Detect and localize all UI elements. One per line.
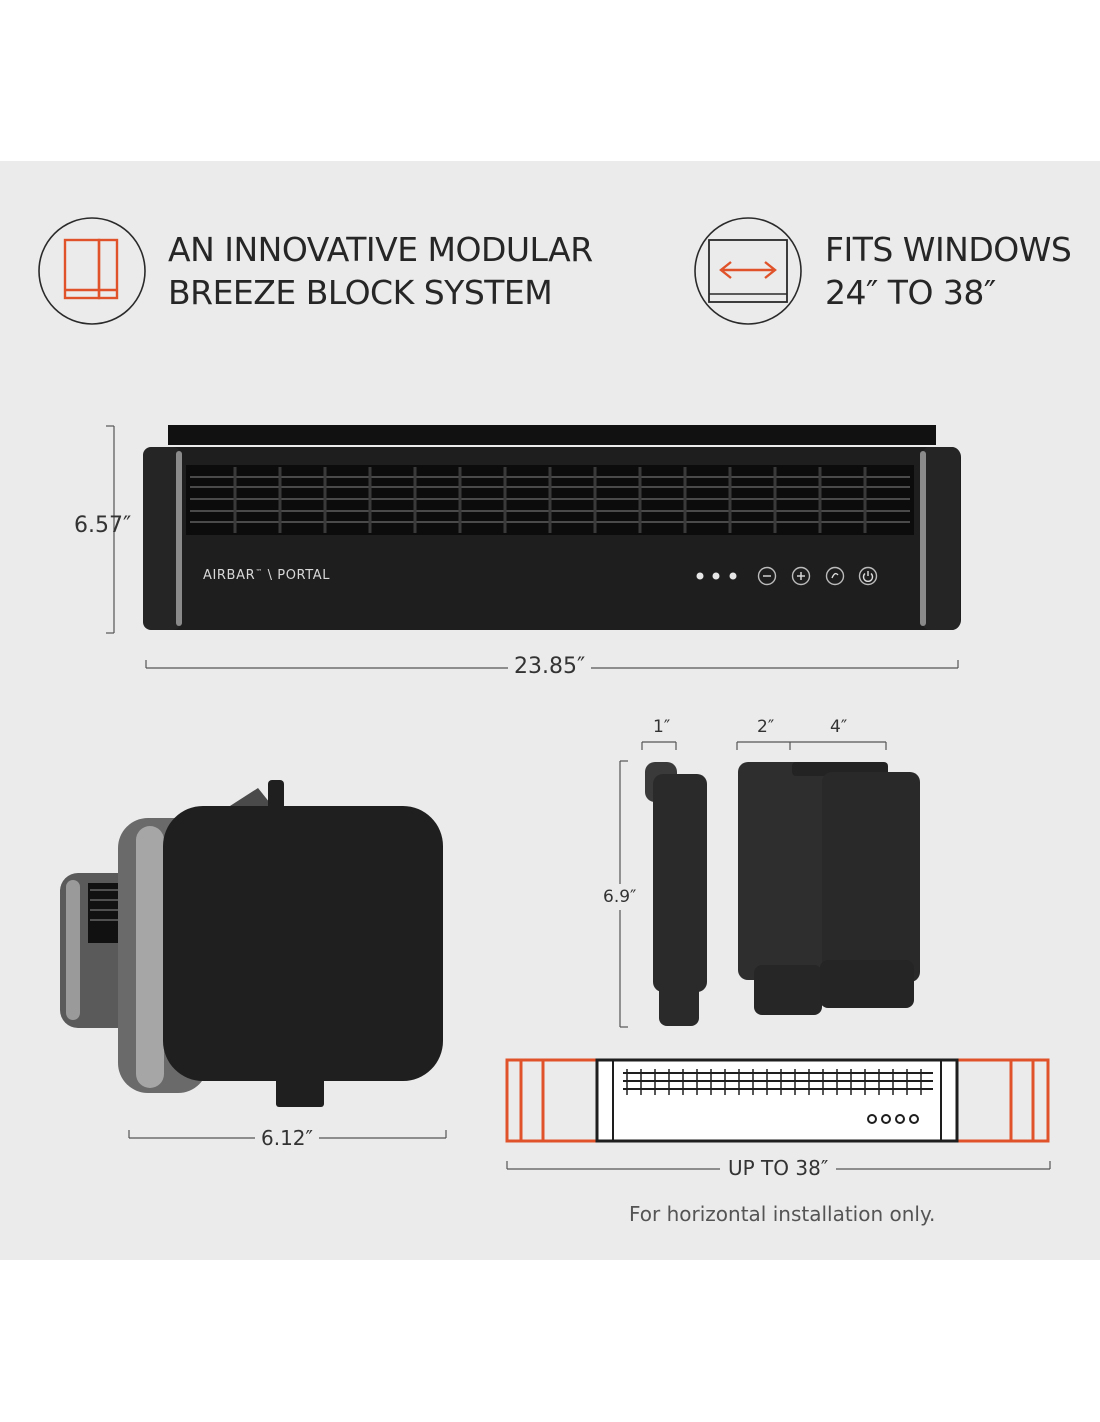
height-dimension-label: 6.57″ (74, 513, 132, 538)
power-icon[interactable] (858, 566, 878, 586)
brand-label: AIRBAR™ \ PORTAL (203, 568, 330, 583)
width-dimension-label: 23.85″ (508, 654, 592, 679)
depth-dimension-label: 6.12″ (255, 1126, 320, 1150)
block-medium-width-label: 2″ (757, 717, 775, 737)
fan-side-view (60, 780, 443, 1107)
brand-name: AIRBAR (203, 568, 256, 583)
brand-separator: \ (267, 568, 273, 583)
breeze-block-medium (738, 762, 824, 1015)
max-width-label: UP TO 38″ (720, 1156, 837, 1180)
fan-front-view (143, 425, 961, 630)
block-small-width-label: 1″ (653, 717, 671, 737)
breeze-block-large (792, 762, 920, 1008)
block-widths-line (736, 741, 887, 750)
installation-diagram (505, 1058, 1050, 1143)
feature-modular-title: AN INNOVATIVE MODULAR BREEZE BLOCK SYSTE… (168, 228, 593, 314)
height-dimension-line (106, 425, 115, 634)
modular-blocks-icon (38, 217, 146, 325)
block-height-label: 6.9″ (603, 884, 637, 910)
minus-icon[interactable] (757, 566, 777, 586)
breeze-block-small (645, 762, 707, 1026)
feature-window-line1: FITS WINDOWS (825, 230, 1072, 269)
plus-icon[interactable] (791, 566, 811, 586)
installation-note: For horizontal installation only. (629, 1202, 936, 1226)
trademark-mark: ™ (255, 568, 263, 576)
mode-icon[interactable] (825, 566, 845, 586)
model-name: PORTAL (277, 568, 331, 583)
feature-modular-line1: AN INNOVATIVE MODULAR (168, 230, 593, 269)
feature-window-line2: 24″ TO 38″ (825, 273, 996, 312)
window-width-icon (694, 217, 802, 325)
block-large-width-label: 4″ (830, 717, 848, 737)
feature-window-title: FITS WINDOWS 24″ TO 38″ (825, 228, 1072, 314)
block-small-width-line (641, 741, 677, 750)
feature-modular-line2: BREEZE BLOCK SYSTEM (168, 273, 553, 312)
